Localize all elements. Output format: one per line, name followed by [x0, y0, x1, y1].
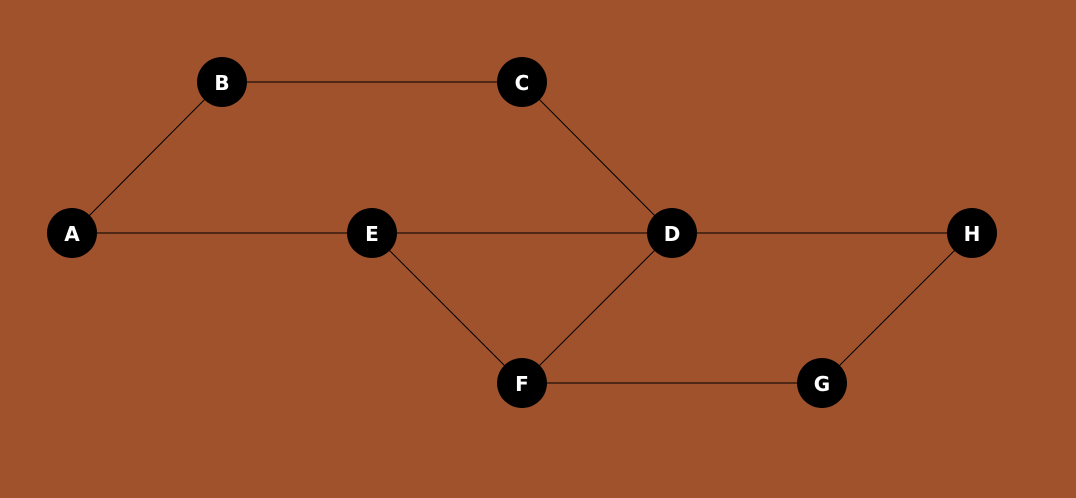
- node-label-c: C: [515, 71, 530, 95]
- node-e: E: [347, 208, 397, 258]
- node-b: B: [197, 57, 247, 107]
- edge-a-b: [71, 81, 223, 234]
- edge-g-h: [821, 232, 973, 384]
- node-circle-h: [947, 208, 997, 258]
- node-c: C: [497, 57, 547, 107]
- node-f: F: [497, 358, 547, 408]
- node-label-a: A: [64, 222, 80, 246]
- edge-group: [71, 81, 973, 384]
- node-label-h: H: [964, 222, 981, 246]
- edge-c-d: [521, 81, 673, 234]
- node-circle-e: [347, 208, 397, 258]
- node-circle-a: [47, 208, 97, 258]
- node-label-d: D: [664, 222, 681, 246]
- edge-e-f: [371, 232, 523, 384]
- node-d: D: [647, 208, 697, 258]
- node-label-f: F: [515, 372, 529, 396]
- node-g: G: [797, 358, 847, 408]
- node-label-g: G: [814, 372, 830, 396]
- node-group: A B C D E F G H: [47, 57, 997, 408]
- node-circle-f: [497, 358, 547, 408]
- node-circle-c: [497, 57, 547, 107]
- node-circle-b: [197, 57, 247, 107]
- node-label-e: E: [365, 222, 379, 246]
- node-label-b: B: [214, 71, 229, 95]
- node-a: A: [47, 208, 97, 258]
- edge-f-d: [521, 232, 673, 384]
- node-h: H: [947, 208, 997, 258]
- node-circle-g: [797, 358, 847, 408]
- node-circle-d: [647, 208, 697, 258]
